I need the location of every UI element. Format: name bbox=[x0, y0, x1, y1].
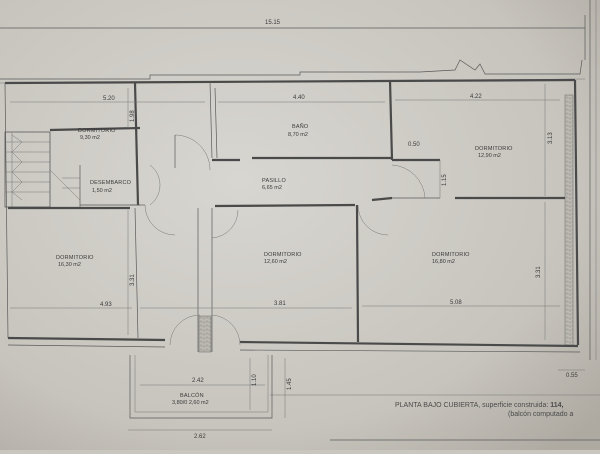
room-area: 12,90 m2 bbox=[478, 153, 501, 159]
dim-pasillo-vertical: 1.15 bbox=[442, 174, 448, 186]
room-name: DORMITORIO bbox=[475, 146, 513, 152]
caption-area: 114, bbox=[550, 402, 563, 409]
room-area: 12,60 m2 bbox=[264, 259, 287, 265]
dim-corner: 0.55 bbox=[566, 373, 578, 379]
dim-right-vertical: 3.13 bbox=[548, 132, 554, 144]
room-label-pasillo: PASILLO 6,65 m2 bbox=[262, 178, 286, 191]
dim-top-right: 4.22 bbox=[470, 94, 482, 100]
dim-left-vertical: 1.98 bbox=[130, 110, 136, 122]
dim-top-mid: 4.40 bbox=[293, 95, 305, 101]
dim-right-lower-vertical: 3.31 bbox=[536, 266, 542, 278]
caption-line-1: PLANTA BAJO CUBIERTA, superficie constru… bbox=[395, 402, 564, 409]
caption-text: PLANTA BAJO CUBIERTA, superficie constru… bbox=[395, 402, 550, 409]
room-label-bano: BAÑO 8,70 m2 bbox=[288, 123, 309, 138]
room-label-desembarco: DESEMBARCO 1,50 m2 bbox=[90, 180, 132, 194]
room-label-balcon: BALCÓN 3,80/0 2,60 m2 bbox=[172, 392, 209, 406]
room-name: DESEMBARCO bbox=[90, 180, 132, 186]
dim-balcony-depth-a: 1.10 bbox=[252, 374, 258, 386]
room-label-dorm-top-left: DORMITORIO 9,30 m2 bbox=[78, 128, 116, 141]
room-label-dorm-top-right: DORMITORIO 12,90 m2 bbox=[475, 146, 513, 159]
room-area: 6,65 m2 bbox=[262, 185, 282, 191]
room-area: 8,70 m2 bbox=[288, 132, 308, 138]
overall-dimension: 15.15 bbox=[0, 15, 586, 60]
room-name: DORMITORIO bbox=[264, 252, 302, 258]
dim-balcony-width: 2.42 bbox=[192, 378, 204, 384]
balcony bbox=[128, 355, 286, 431]
dim-bottom-left: 4.93 bbox=[100, 302, 112, 308]
dim-balcony-outer: 2.62 bbox=[194, 434, 206, 440]
dim-balcony-depth-b: 1.45 bbox=[287, 378, 293, 390]
room-name: DORMITORIO bbox=[56, 255, 94, 261]
room-name: BALCÓN bbox=[180, 392, 204, 399]
room-area: 3,80/0 2,60 m2 bbox=[172, 400, 209, 406]
caption-line-2: (balcón computado a bbox=[508, 411, 573, 418]
room-label-dorm-bottom-center: DORMITORIO 12,60 m2 bbox=[264, 252, 302, 265]
room-area: 1,50 m2 bbox=[92, 188, 112, 194]
room-name: PASILLO bbox=[262, 178, 286, 184]
sheet-frame bbox=[270, 0, 600, 441]
room-name: BAÑO bbox=[292, 123, 309, 130]
dim-door-gap: 0.50 bbox=[408, 142, 420, 148]
room-area: 16,80 m2 bbox=[432, 259, 455, 265]
dimension-labels: 5.20 4.40 4.22 1.98 3.13 0.50 1.15 4.93 … bbox=[100, 94, 578, 440]
exterior-walls bbox=[4, 78, 581, 353]
interior-dimension-lines bbox=[10, 84, 585, 371]
room-area: 16,30 m2 bbox=[58, 262, 81, 268]
dim-bottom-right: 5.08 bbox=[450, 300, 462, 306]
room-name: DORMITORIO bbox=[432, 252, 470, 258]
room-label-dorm-bottom-right: DORMITORIO 16,80 m2 bbox=[432, 252, 470, 265]
door-swings bbox=[144, 134, 426, 346]
interior-walls bbox=[8, 79, 565, 353]
dim-top-left: 5.20 bbox=[103, 96, 115, 102]
dim-center-vertical: 3.31 bbox=[130, 274, 136, 286]
room-label-dorm-bottom-left: DORMITORIO 16,30 m2 bbox=[56, 255, 94, 268]
room-name: DORMITORIO bbox=[78, 128, 116, 134]
plan-caption: PLANTA BAJO CUBIERTA, superficie constru… bbox=[395, 402, 573, 418]
overall-width-label: 15.15 bbox=[265, 20, 281, 26]
room-area: 9,30 m2 bbox=[80, 135, 100, 141]
dim-bottom-mid: 3.81 bbox=[274, 301, 286, 307]
